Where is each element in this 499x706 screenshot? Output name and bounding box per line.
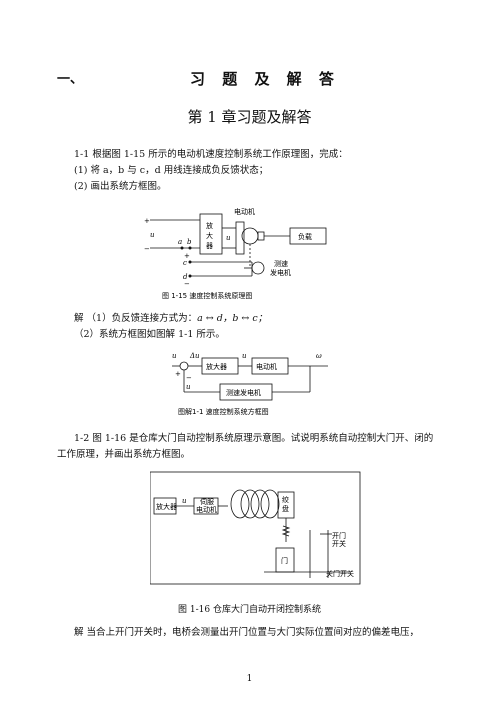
door-label: 门 (281, 556, 288, 565)
motor-label: 电动机 (234, 207, 255, 216)
figure-1-16-schematic: 放大器 u 伺服 电动机 绞 盘 门 开门 开关 关门开关 (150, 471, 361, 585)
load-box (289, 227, 327, 245)
amplifier-box (199, 213, 223, 255)
page-number: 1 (246, 674, 253, 684)
tachogenerator-block-label: 测速发电机 (226, 388, 261, 397)
label-d: d (183, 273, 188, 281)
figure-1-16-caption: 图 1-16 仓库大门自动开闭控制系统 (178, 605, 321, 615)
open-switch-label: 开关 (332, 539, 346, 548)
load-label: 负载 (298, 232, 312, 241)
tachogenerator-symbol (251, 261, 265, 275)
figure-1-15-caption: 图 1-15 速度控制系统原理图 (162, 291, 252, 300)
answer-2-line-1: 解 当合上开门开关时，电桥会测量出开门位置与大门实际位置间对应的偏差电压， (74, 627, 420, 638)
answer-1-line-2: （2）系统方框图如图解 1-1 所示。 (74, 329, 225, 340)
minus-sign: − (144, 245, 150, 253)
servo-motor-label: 伺服 (200, 497, 214, 506)
page-title: 习 题 及 解 答 (190, 70, 340, 88)
label-ua: u (226, 234, 231, 242)
motor-block-label: 电动机 (256, 362, 277, 371)
question-2-line-2: 工作原理，并画出系统方框图。 (57, 449, 191, 460)
answer-1-connection: a ↔ d，b ↔ c； (197, 313, 268, 324)
plus-sign: + (175, 370, 181, 378)
tacho-label: 发电机 (270, 268, 291, 277)
figure-1-15-schematic: + − u a b c d + − 放 大 器 u 电动机 负载 测速 发电机 … (144, 207, 327, 300)
amplifier-label: 大 (206, 231, 213, 240)
open-switch-label: 开门 (332, 531, 346, 540)
amplifier-label: 放大器 (156, 502, 177, 511)
label-uf: u (186, 383, 191, 391)
answer-1-prefix: 解 （1）负反馈连接方式为： (74, 313, 198, 324)
chapter-heading: 第 1 章习题及解答 (187, 108, 312, 126)
amplifier-label: 放 (206, 221, 213, 230)
minus-sign: − (186, 374, 192, 382)
drum-label: 绞 (282, 495, 289, 504)
close-switch-label: 关门开关 (326, 569, 354, 578)
label-c: c (183, 259, 187, 267)
tacho-label: 测速 (274, 260, 288, 268)
label-u: u (150, 231, 155, 239)
label-omega: ω (316, 352, 322, 360)
plus-sign: + (144, 217, 150, 225)
question-1-line-3: (2) 画出系统方框图。 (74, 181, 167, 192)
label-a: a (178, 238, 182, 246)
question-2-line-1: 1-2 图 1-16 是仓库大门自动控制系统原理示意图。试说明系统自动控制大门开… (74, 433, 434, 444)
drum-label: 盘 (282, 504, 289, 513)
figure-solution-caption: 图解1-1 速度控制系统方框图 (178, 407, 269, 416)
answer-1-line-1: 解 （1）负反馈连接方式为：a ↔ d，b ↔ c； (74, 312, 267, 326)
summing-junction (179, 361, 189, 371)
section-number: 一、 (57, 72, 84, 87)
label-b: b (187, 238, 192, 246)
question-1-line-1: 1-1 根据图 1-15 所示的电动机速度控制系统工作原理图，完成： (74, 149, 348, 160)
drum-symbol (230, 489, 250, 519)
label-u: u (182, 497, 187, 505)
amplifier-block-label: 放大器 (206, 362, 227, 371)
figure-solution-1-1-block-diagram: u Δu u ω 放大器 电动机 测速发电机 − u + 图解1-1 速度控制系… (172, 352, 328, 416)
amplifier-label: 器 (206, 242, 213, 250)
label-ua: u (242, 352, 247, 360)
minus-sign: − (184, 280, 190, 288)
label-delta-u: Δu (189, 352, 200, 360)
servo-motor-label: 电动机 (196, 505, 217, 514)
label-ur: u (172, 352, 177, 360)
plus-sign: + (184, 252, 190, 260)
question-1-line-2: (1) 将 a，b 与 c，d 用线连接成负反馈状态； (74, 165, 269, 176)
